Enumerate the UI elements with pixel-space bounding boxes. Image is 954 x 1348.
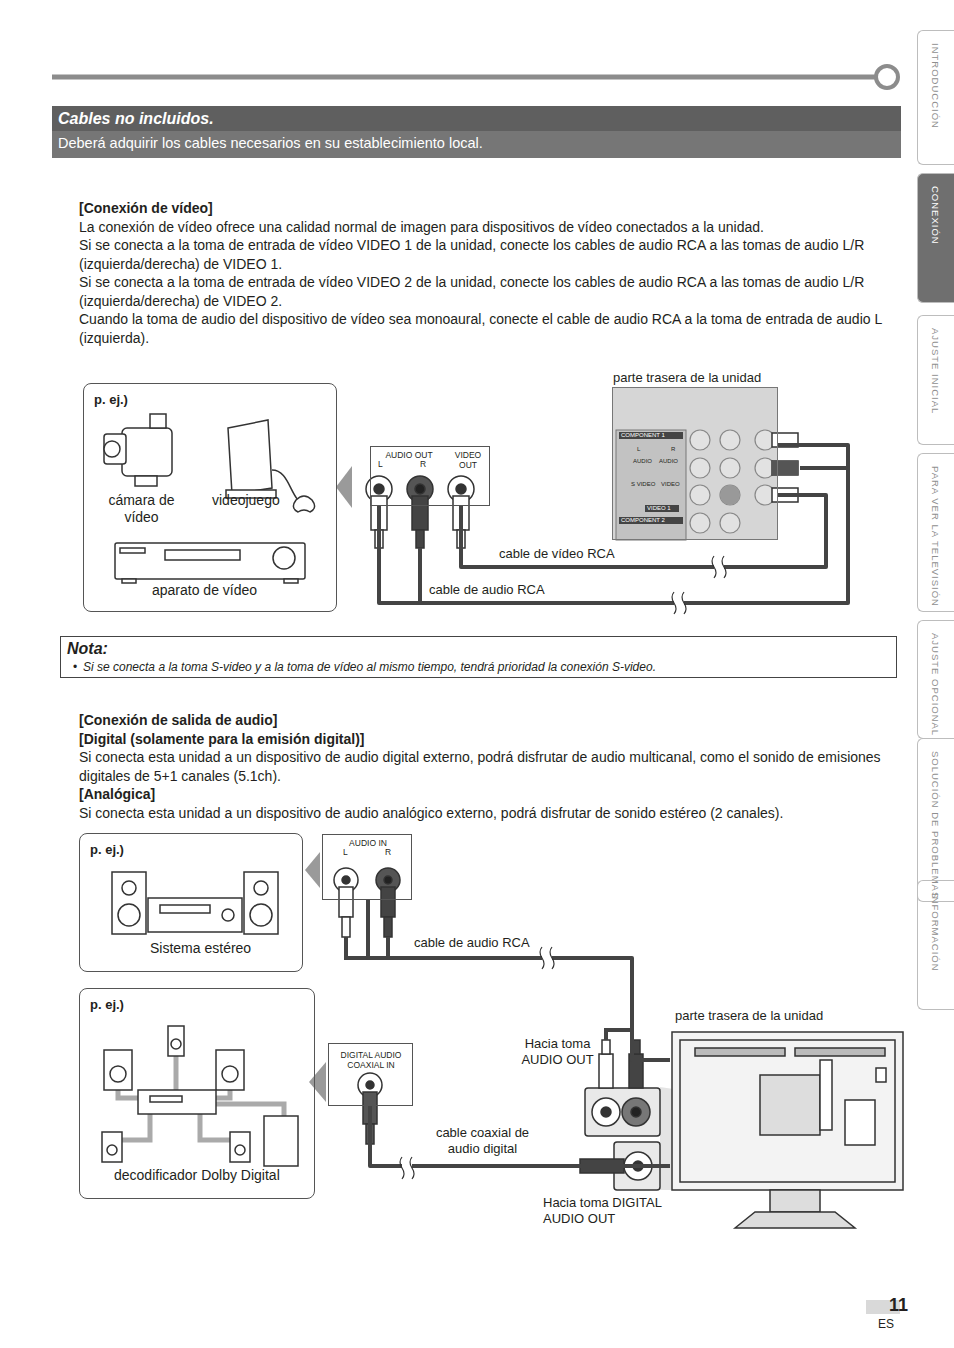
text: Si se conecta a la toma de entrada de ví… <box>79 236 901 273</box>
rear-panel <box>612 387 798 540</box>
node-text: SOLUCIÓN DE PROBLEMAS <box>930 751 941 899</box>
text: La conexión de vídeo ofrece una calidad … <box>79 218 901 237</box>
jack-panel: DIGITAL AUDIO COAXIAL IN <box>328 1043 413 1106</box>
dolby-decoder <box>102 1026 298 1166</box>
cable <box>368 900 670 1060</box>
text: Si se conecta a la toma de entrada de ví… <box>79 273 901 310</box>
jack-panel: AUDIO INL R <box>322 834 412 900</box>
node-text: p. ej.) <box>90 997 150 1013</box>
node-text: Si se conecta a la toma S-video y a la t… <box>83 660 883 674</box>
node-text: VIDEO OUT <box>449 450 487 470</box>
stereo-system <box>112 872 278 934</box>
node-text: parte trasera de la unidad <box>675 1008 875 1024</box>
section-tab: INFORMACIÓN <box>917 880 954 1010</box>
node-text: AJUSTE OPCIONAL <box>930 633 941 736</box>
example-box: p. ej.) decodificador Dolby Digital <box>79 988 315 1199</box>
section-tab: PARA VER LA TELEVISIÓN <box>917 453 954 612</box>
cable-lead <box>400 548 420 603</box>
node-text: AUDIO <box>633 458 659 465</box>
cable-label: cable de vídeo RCA <box>497 546 617 562</box>
node-text: AUDIO IN <box>339 838 397 848</box>
section-tab: AJUSTE INICIAL <box>917 315 954 445</box>
text: Hacia toma AUDIO OUT <box>510 1036 605 1069</box>
node-text: VIDEO <box>661 481 687 488</box>
node-text: R <box>385 847 395 857</box>
cable-break <box>400 556 726 1179</box>
pointer <box>305 852 320 888</box>
node-text: COMPONENT 1 <box>619 432 683 439</box>
section-tab: SOLUCIÓN DE PROBLEMAS <box>917 738 954 902</box>
cable-label: cable de audio RCA <box>412 935 532 951</box>
jack-panel: AUDIO OUTL R VIDEO OUT <box>370 446 490 506</box>
text-column: [Conexión de vídeo]La conexión de vídeo … <box>79 199 901 347</box>
cable-label: cable de audio RCA <box>427 582 547 598</box>
node-text: Sistema estéreo <box>150 940 260 957</box>
rear-panel: parte trasera de la unidadCOMPONENT 1AUD… <box>612 387 778 540</box>
node-text: parte trasera de la unidad <box>613 370 793 386</box>
node-text: decodificador Dolby Digital <box>114 1167 304 1184</box>
node-text: COMPONENT 2 <box>619 517 683 524</box>
node-text: R <box>671 446 679 453</box>
node-text: L <box>637 446 645 453</box>
text-column: [Conexión de salida de audio][Digital (s… <box>79 711 901 822</box>
rca-jacks <box>366 476 474 548</box>
text: 11 <box>889 1294 919 1317</box>
node-text: Cables no incluidos. <box>58 109 878 128</box>
tv-rear <box>672 1032 903 1228</box>
text: Cuando la toma de audio del dispositivo … <box>79 310 901 347</box>
text: Si conecta esta unidad a un dispositivo … <box>79 748 901 785</box>
pointer <box>336 466 352 508</box>
cable <box>370 1106 670 1166</box>
cable-lead <box>606 1030 632 1040</box>
section-tab: CONEXIÓN <box>917 173 954 303</box>
node-text: AJUSTE INICIAL <box>930 328 941 414</box>
vcr <box>115 543 305 583</box>
cable <box>461 495 826 567</box>
node-text: L <box>378 459 388 469</box>
node-text: videojuego <box>212 492 302 509</box>
text: [Conexión de vídeo] <box>79 199 901 218</box>
node-text: p. ej.) <box>90 842 150 858</box>
node-text: AUDIO <box>659 458 685 465</box>
example-box: p. ej.) Sistema estéreo <box>79 833 303 972</box>
node-text: INFORMACIÓN <box>930 893 941 972</box>
text: [Analógica] <box>79 785 901 804</box>
tv-rear: parte trasera de la unidad <box>670 1030 905 1228</box>
node-text: • <box>73 660 83 674</box>
node-text: INTRODUCCIÓN <box>930 43 941 129</box>
section-tab: AJUSTE OPCIONAL <box>917 620 954 739</box>
node-text: AUDIO OUT <box>375 450 443 460</box>
cable-label: cable coaxial de audio digital <box>428 1125 537 1156</box>
node-text: PARA VER LA TELEVISIÓN <box>930 466 941 607</box>
example-box: p. ej.) cámara de vídeo videojuego aparato … <box>83 383 337 612</box>
node-text: L <box>343 847 353 857</box>
text: Hacia toma DIGITAL AUDIO OUT <box>543 1195 673 1228</box>
node-text: S VIDEO <box>631 481 661 488</box>
section-tab: INTRODUCCIÓN <box>917 30 954 165</box>
node-text: aparato de vídeo <box>152 582 282 599</box>
node-text: CONEXIÓN <box>930 186 941 245</box>
header-band: Cables no incluidos. Deberá adquirir los … <box>52 106 901 158</box>
top-rule <box>52 75 876 80</box>
node-text: cámara de vídeo <box>104 492 179 526</box>
text: [Conexión de salida de audio] <box>79 711 901 730</box>
node-text: Deberá adquirir los cables necesarios en… <box>58 135 878 152</box>
cable-lead <box>800 466 848 470</box>
text: ES <box>878 1317 902 1332</box>
node-text: R <box>420 459 430 469</box>
node-text: DIGITAL AUDIO COAXIAL IN <box>332 1050 410 1070</box>
note-box: Nota: •Si se conecta a la toma S-video y … <box>60 636 897 678</box>
text: Si conecta esta unidad a un dispositivo … <box>79 804 901 823</box>
top-rule-end <box>876 66 898 88</box>
node-text: p. ej.) <box>94 392 154 408</box>
camera <box>104 414 172 486</box>
pointer <box>309 1062 326 1102</box>
text: [Digital (solamente para la emisión digi… <box>79 730 901 749</box>
node-text: VIDEO 1 <box>645 505 679 512</box>
node-text: Nota: <box>67 639 127 658</box>
